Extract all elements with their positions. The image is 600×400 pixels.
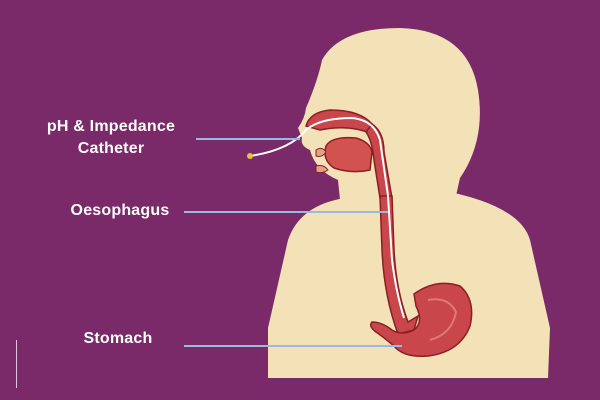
stomach-label: Stomach [83, 330, 153, 347]
lips [315, 147, 329, 174]
catheter-label-line1: pH & Impedance [46, 118, 176, 135]
nasal-cavity [305, 109, 373, 136]
edge-tick-mark [16, 340, 17, 388]
catheter-label-line2: Catheter [77, 140, 145, 157]
body-silhouette [268, 28, 550, 378]
mouth-cavity [324, 136, 373, 173]
torso-shape [268, 190, 550, 378]
catheter-tip [247, 153, 253, 159]
catheter-label: pH & Impedance Catheter [22, 116, 200, 160]
pointer-lines [184, 138, 402, 347]
oesophagus-label: Oesophagus [70, 202, 170, 219]
stomach-highlight [427, 298, 458, 341]
catheter [247, 116, 405, 319]
catheter-tube [249, 116, 405, 319]
